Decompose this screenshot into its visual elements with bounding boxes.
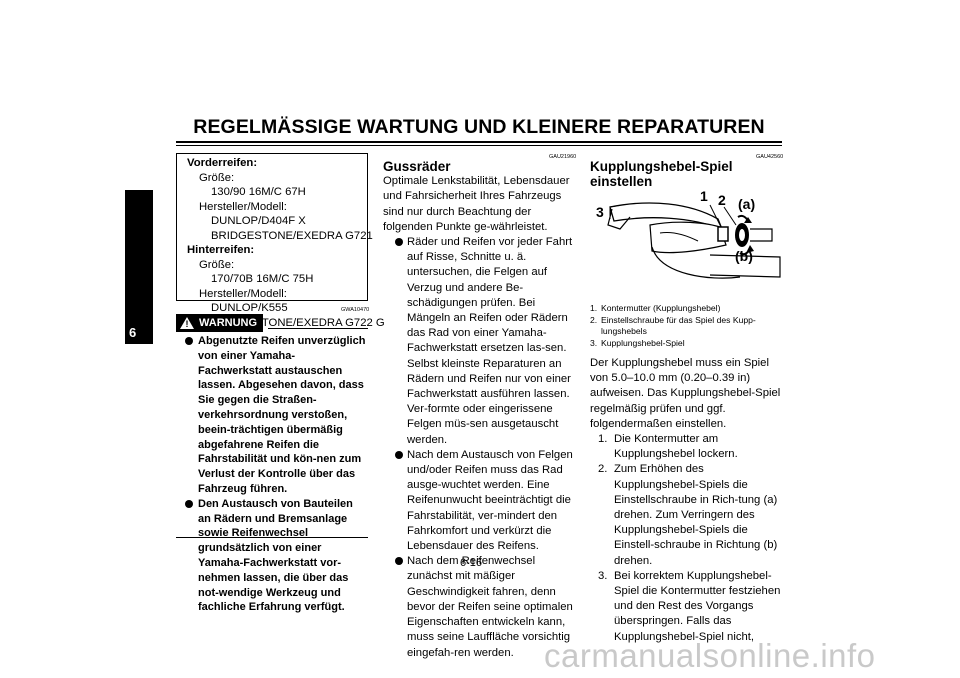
header-rule — [176, 141, 782, 143]
warning-end-rule — [176, 537, 368, 538]
warning-triangle-icon: ! — [180, 317, 194, 329]
wheels-item-text: Nach dem Austausch von Felgen und/oder R… — [407, 448, 573, 553]
bullet-icon — [395, 450, 403, 459]
tire-spec-box: Vorderreifen: Größe: 130/90 16M/C 67H He… — [176, 153, 385, 329]
wheels-item-text: Räder und Reifen vor jeder Fahrt auf Ris… — [407, 236, 573, 446]
page-number: 6-16 — [460, 557, 483, 569]
header-rule-thin — [176, 145, 782, 146]
clutch-title: Kupplungshebel-Spiel einstellen — [590, 159, 733, 190]
wheels-code: GAU21960 — [549, 154, 577, 160]
figure-label-1: 1 — [700, 188, 708, 204]
wheels-item: Nach dem Austausch von Felgen und/oder R… — [383, 448, 575, 554]
bullet-icon — [185, 337, 193, 345]
chapter-tab — [125, 190, 153, 344]
figure-label-2: 2 — [718, 192, 726, 208]
front-model-2: BRIDGESTONE/EXEDRA G721 — [211, 229, 373, 242]
warning-label: WARNUNG — [199, 317, 258, 329]
bullet-icon — [395, 557, 403, 566]
chapter-number: 6 — [129, 325, 137, 340]
warning-code: GWA10470 — [341, 307, 370, 313]
warning-badge: ! WARNUNG — [176, 314, 264, 332]
wheels-item-text: Nach dem Reifenwechsel zunächst mit mäßi… — [407, 555, 573, 659]
clutch-title-wrap: Kupplungshebel-Spiel einstellen — [590, 159, 782, 189]
clutch-step: 1.Die Kontermutter am Kupplungshebel loc… — [598, 433, 738, 461]
legend-item: 3.Kupplungshebel-Spiel — [590, 337, 685, 348]
clutch-step: 3.Bei korrektem Kupplungshebel-Spiel die… — [598, 569, 781, 643]
warning-rule — [268, 328, 368, 329]
warning-item: Den Austausch von Bauteilen an Rädern un… — [176, 497, 368, 615]
rear-tire-label: Hinterreifen: — [187, 244, 255, 256]
warning-header: ! WARNUNG — [176, 314, 368, 334]
figure-label-a: (a) — [738, 196, 755, 212]
wheels-item: Nach dem Reifenwechsel zunächst mit mäßi… — [383, 554, 575, 660]
rear-maker-label: Hersteller/Modell: — [199, 287, 287, 300]
warning-item-text: Abgenutzte Reifen unverzüglich von einer… — [198, 335, 366, 495]
clutch-intro: Der Kupplungshebel muss ein Spiel von 5.… — [590, 357, 781, 430]
rear-size-label: Größe: — [199, 258, 235, 271]
wheels-section: Gussräder Optimale Lenkstabilität, Leben… — [383, 159, 575, 661]
legend-item: 1.Kontermutter (Kupplungshebel) — [590, 303, 721, 313]
rear-model-1: DUNLOP/K555 — [211, 302, 288, 314]
front-size-label: Größe: — [199, 171, 235, 184]
figure-label-b: (b) — [735, 248, 753, 264]
watermark: carmanualsonline.info — [544, 637, 876, 674]
clutch-step: 2.Zum Erhöhen des Kupplungshebel-Spiels … — [598, 463, 778, 567]
front-tire-label: Vorderreifen: — [187, 157, 258, 169]
front-size: 130/90 16M/C 67H — [211, 186, 306, 198]
wheels-item: Räder und Reifen vor jeder Fahrt auf Ris… — [383, 235, 575, 448]
bullet-icon — [395, 238, 403, 247]
front-maker-label: Hersteller/Modell: — [199, 200, 287, 213]
rear-size: 170/70B 16M/C 75H — [211, 273, 314, 285]
warning-list: Abgenutzte Reifen unverzüglich von einer… — [176, 334, 368, 615]
figure-legend: 1.Kontermutter (Kupplungshebel) 2.Einste… — [590, 303, 782, 349]
clutch-code: GAU42560 — [756, 154, 784, 160]
clutch-body: Der Kupplungshebel muss ein Spiel von 5.… — [590, 356, 785, 645]
legend-item: 2.Einstellschraube für das Spiel des Kup… — [590, 314, 756, 337]
wheels-title: Gussräder — [383, 159, 451, 174]
front-model-1: DUNLOP/D404F X — [211, 215, 306, 227]
wheels-list: Räder und Reifen vor jeder Fahrt auf Ris… — [383, 235, 575, 661]
warning-item-text: Den Austausch von Bauteilen an Rädern un… — [198, 497, 353, 614]
warning-item: Abgenutzte Reifen unverzüglich von einer… — [176, 334, 368, 497]
figure-label-3: 3 — [596, 204, 604, 220]
page-title: REGELMÄSSIGE WARTUNG UND KLEINERE REPARA… — [193, 116, 765, 138]
bullet-icon — [185, 499, 193, 508]
clutch-lever-illustration: 1 2 3 (a) (b) — [596, 188, 781, 279]
wheels-intro: Optimale Lenkstabilität, Lebensdauer und… — [383, 175, 570, 233]
